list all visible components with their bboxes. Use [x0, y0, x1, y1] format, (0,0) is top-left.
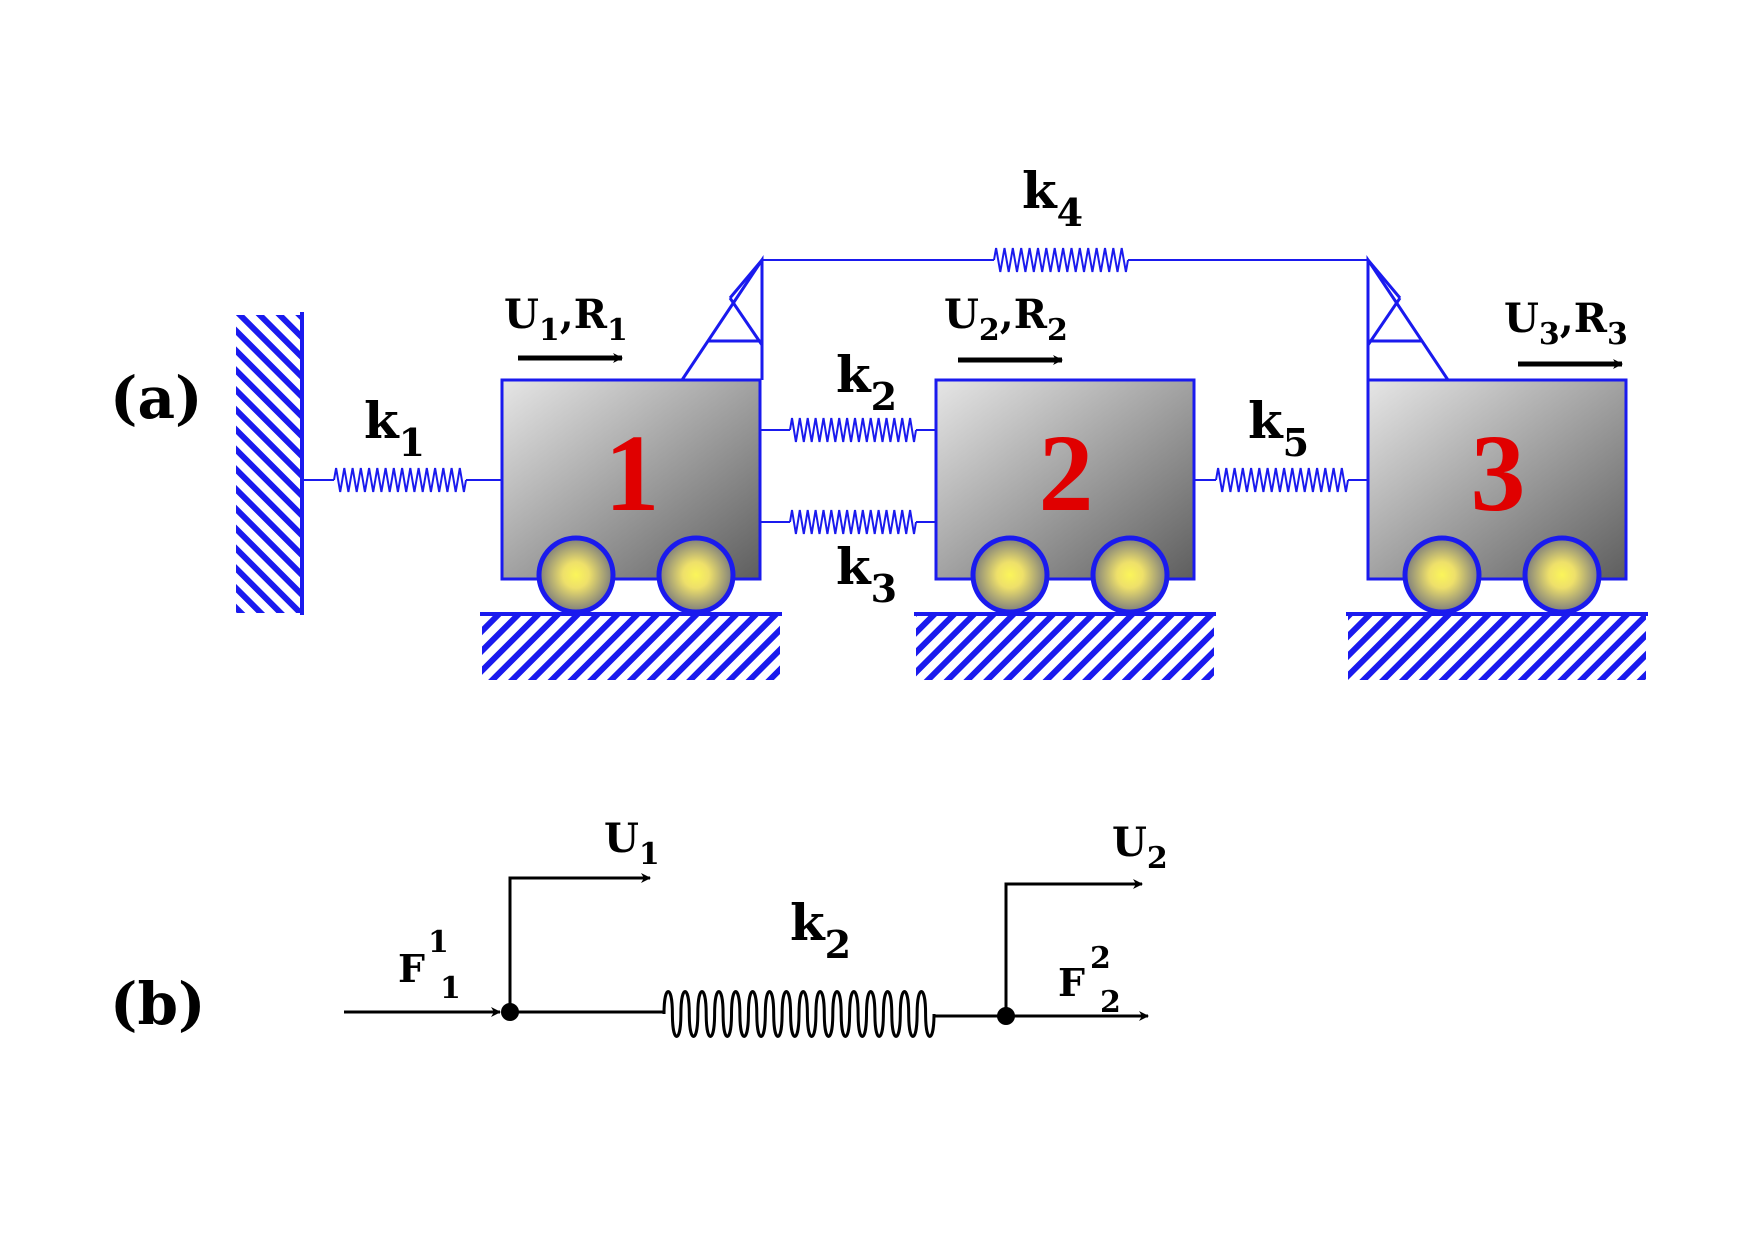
- ground-floors: [480, 612, 1648, 680]
- node1-disp-label: U1: [604, 815, 660, 872]
- node-2: [997, 1007, 1015, 1025]
- panel-b-label: (b): [110, 970, 205, 1038]
- wheel: [656, 535, 736, 615]
- wheel: [1090, 535, 1170, 615]
- spring-k1: [302, 467, 502, 493]
- wheel: [970, 535, 1050, 615]
- spring-label-k2: k2: [836, 345, 897, 419]
- node2-force-sub: 2: [1100, 985, 1121, 1020]
- spring-label-k3: k3: [836, 537, 897, 611]
- node1-force-sub: 1: [440, 971, 461, 1006]
- fixed-wall: [236, 312, 304, 615]
- cart-number: 1: [605, 412, 660, 534]
- cart-3-dof-label: U3,R3: [1504, 295, 1628, 352]
- panel-a-label: (a): [110, 364, 202, 432]
- spring-k5: [1194, 467, 1368, 493]
- spring-label-k4: k4: [1022, 161, 1083, 235]
- spring-label-b: k2: [790, 893, 851, 967]
- cart-2: 2: [934, 378, 1196, 615]
- cart-number: 3: [1471, 412, 1526, 534]
- node2-disp-label: U2: [1112, 819, 1168, 876]
- disp-arrow-node2: [1004, 879, 1143, 1016]
- node2-force-label: F: [1058, 960, 1085, 1005]
- spring-label-k1: k1: [364, 391, 425, 465]
- spring-k4: [762, 247, 1368, 273]
- cart-1: 1: [500, 378, 762, 615]
- cart-1-dof-label: U1,R1: [504, 291, 628, 348]
- panel-b: (b) U1 U2 k2 F 1 1 F 2 2: [110, 815, 1168, 1038]
- disp-arrow-node1: [508, 873, 651, 1012]
- spring-label-k5: k5: [1248, 391, 1309, 465]
- node2-force-sup: 2: [1090, 941, 1111, 976]
- wheel: [536, 535, 616, 615]
- panel-a: (a) 1 2 3: [110, 161, 1648, 680]
- cart-3: 3: [1366, 378, 1628, 615]
- cart-number: 2: [1039, 412, 1094, 534]
- spring-k2-b: [662, 990, 936, 1038]
- spring-k2: [760, 417, 936, 443]
- node1-force-sup: 1: [428, 925, 449, 960]
- cart-2-dof-label: U2,R2: [944, 291, 1068, 348]
- wheel: [1522, 535, 1602, 615]
- spring-k3: [760, 509, 936, 535]
- node1-force-label: F: [398, 946, 425, 991]
- wheel: [1402, 535, 1482, 615]
